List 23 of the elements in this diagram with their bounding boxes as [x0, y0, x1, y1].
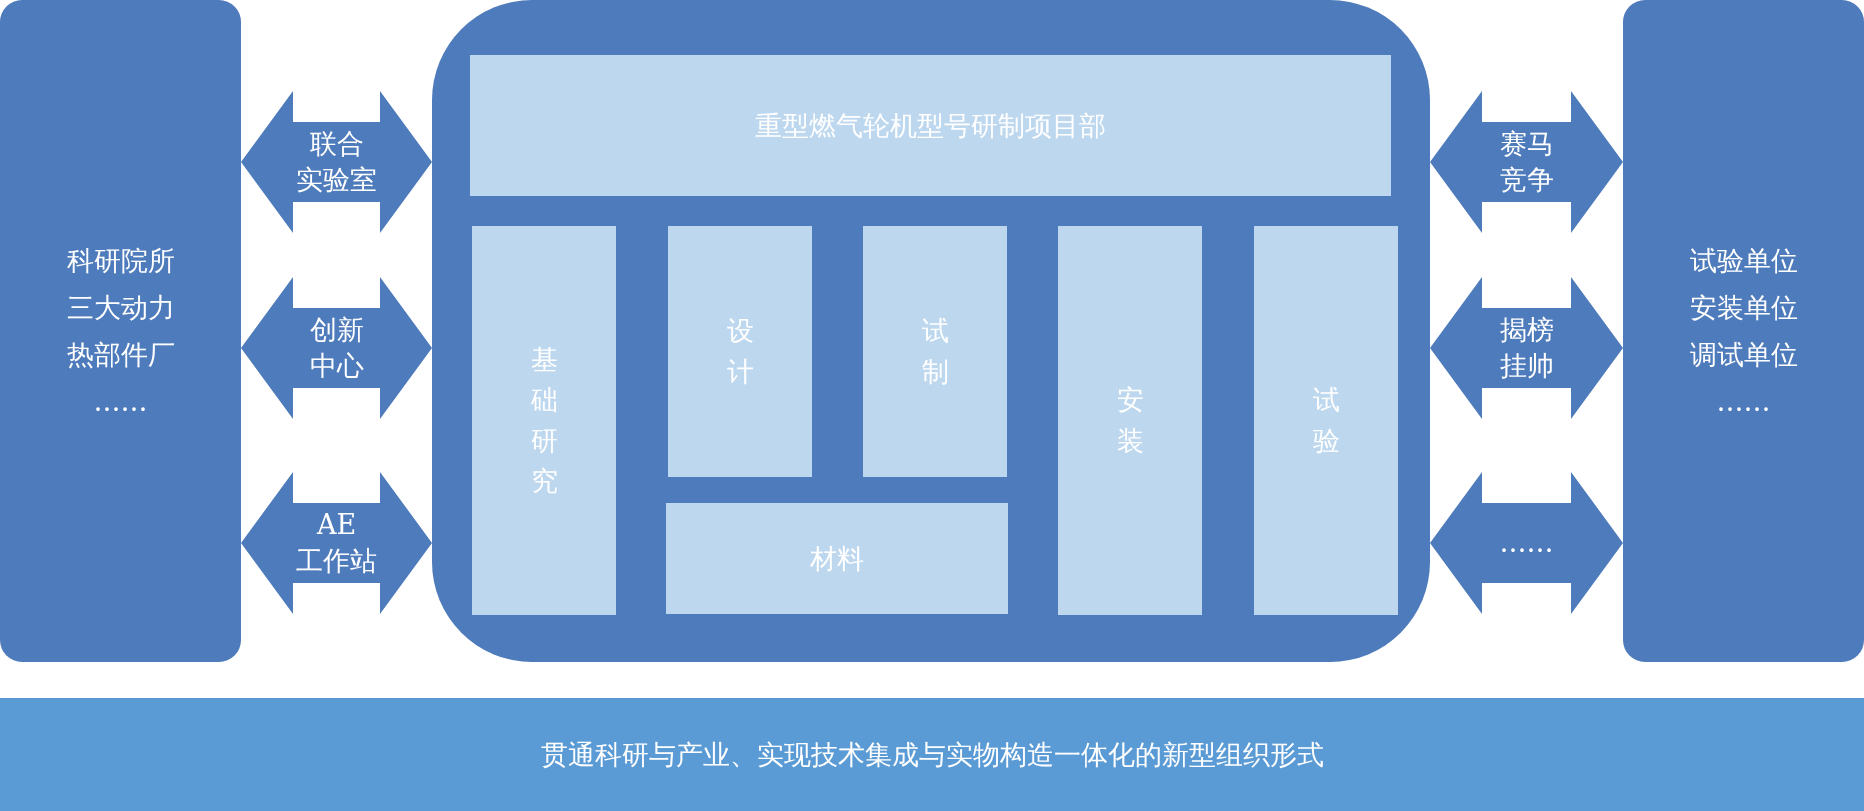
side-panel: 试验单位 安装单位 调试单位 …… — [1623, 0, 1864, 662]
project-frame — [432, 0, 1430, 662]
double-arrow — [1430, 277, 1623, 419]
task-box: 安装 — [1058, 226, 1202, 615]
task-box: 试验 — [1254, 226, 1398, 615]
edge-label: 揭榜挂帅 — [1499, 312, 1554, 383]
double-arrow — [241, 472, 432, 614]
edge-label: …… — [1499, 525, 1554, 560]
header-box: 重型燃气轮机型号研制项目部 — [470, 55, 1391, 196]
edge-label: AE工作站 — [296, 507, 377, 578]
double-arrow — [1430, 91, 1623, 233]
edge-label: 创新中心 — [309, 312, 364, 383]
double-arrow — [241, 91, 432, 233]
double-arrow — [241, 277, 432, 419]
task-box: 基础研究 — [472, 226, 616, 615]
task-box: 试制 — [863, 226, 1007, 477]
footer-band: 贯通科研与产业、实现技术集成与实物构造一体化的新型组织形式 — [0, 698, 1864, 811]
task-box: 设计 — [668, 226, 812, 477]
double-arrow — [1430, 472, 1623, 614]
task-box: 材料 — [666, 503, 1008, 614]
edge-label: 联合实验室 — [296, 126, 377, 197]
edge-label: 赛马竞争 — [1499, 126, 1554, 197]
side-panel: 科研院所 三大动力 热部件厂 …… — [0, 0, 241, 662]
